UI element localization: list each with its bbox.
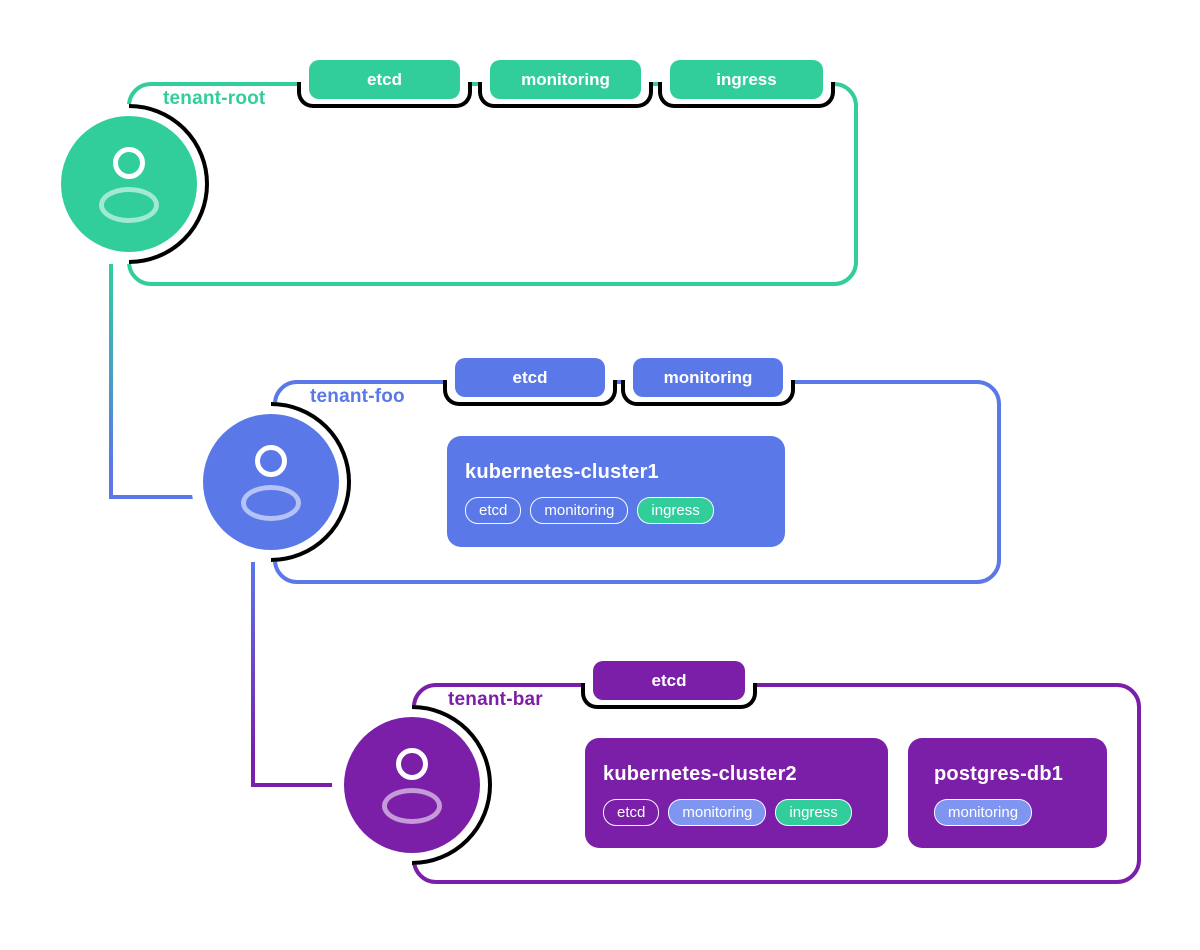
pill-ingress: ingress (637, 497, 714, 524)
tab-monitoring: monitoring (490, 60, 641, 99)
tenant-root-label: tenant-root (163, 88, 266, 109)
connector-root-to-foo-horizontal (109, 495, 273, 499)
connector-root-to-foo-vertical (109, 264, 113, 499)
user-icon-head (255, 445, 287, 477)
pill-monitoring: monitoring (530, 497, 629, 524)
workload-pills: etcd monitoring ingress (603, 798, 870, 826)
workload-card-postgres-db1: postgres-db1 monitoring (908, 738, 1107, 848)
workload-card-kubernetes-cluster2: kubernetes-cluster2 etcd monitoring ingr… (585, 738, 888, 848)
tenant-bar-label: tenant-bar (448, 689, 543, 710)
tab-etcd: etcd (309, 60, 460, 99)
pill-ingress: ingress (775, 798, 852, 826)
workload-pills: monitoring (934, 798, 1089, 826)
pill-monitoring: monitoring (934, 798, 1033, 826)
connector-foo-to-bar-vertical (251, 562, 255, 787)
workload-card-kubernetes-cluster1: kubernetes-cluster1 etcd monitoring ingr… (447, 436, 785, 547)
pill-monitoring: monitoring (668, 798, 767, 826)
user-icon-head (113, 147, 145, 179)
tab-etcd: etcd (593, 661, 745, 700)
pill-etcd: etcd (603, 798, 660, 826)
pill-etcd: etcd (465, 497, 522, 524)
tab-monitoring: monitoring (633, 358, 783, 397)
tab-ingress: ingress (670, 60, 823, 99)
tenant-bar-user-icon (344, 717, 480, 853)
user-icon-torso (241, 485, 301, 521)
tenant-foo-label: tenant-foo (310, 386, 405, 407)
workload-pills: etcd monitoring ingress (465, 497, 767, 524)
user-icon-head (396, 748, 428, 780)
tenant-root-box (127, 82, 858, 286)
workload-title: kubernetes-cluster1 (465, 461, 659, 483)
user-icon-torso (99, 187, 159, 223)
tenant-root-user-icon (61, 116, 197, 252)
tab-etcd: etcd (455, 358, 605, 397)
workload-title: kubernetes-cluster2 (603, 762, 797, 785)
tenant-foo-user-icon (203, 414, 339, 550)
workload-title: postgres-db1 (934, 762, 1064, 785)
user-icon-torso (382, 788, 442, 824)
